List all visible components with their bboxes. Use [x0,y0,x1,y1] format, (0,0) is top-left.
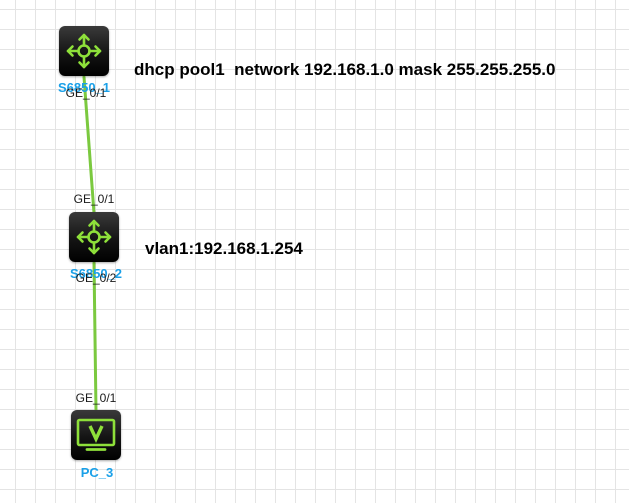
monitor-icon [76,418,116,451]
four-way-arrows-icon [76,219,112,255]
device-label-s6850-1: S6850_1 [57,80,111,95]
pc-pc-3[interactable] [71,410,121,460]
dhcp-pool-note: dhcp pool1 network 192.168.1.0 mask 255.… [134,60,556,79]
four-way-arrows-icon [66,33,102,69]
link-s6850-1-to-s6850-2[interactable] [82,75,96,215]
port-label-s6850-2-ge-0-1: GE_0/1 [73,192,115,206]
switch-s6850-1[interactable] [59,26,109,76]
device-label-pc-3: PC_3 [80,465,114,480]
port-label-pc-3-ge-0-1: GE_0/1 [75,391,117,405]
switch-s6850-2[interactable] [69,212,119,262]
port-label-s6850-2-ge-0-2: GE_0/2 [75,271,117,285]
port-label-s6850-1-ge-0-1: GE_0/1 [65,86,107,100]
link-s6850-2-to-pc-3[interactable] [92,261,98,413]
vlan1-ip-note: vlan1:192.168.1.254 [145,239,303,258]
device-label-s6850-2: S6850_2 [69,266,123,281]
